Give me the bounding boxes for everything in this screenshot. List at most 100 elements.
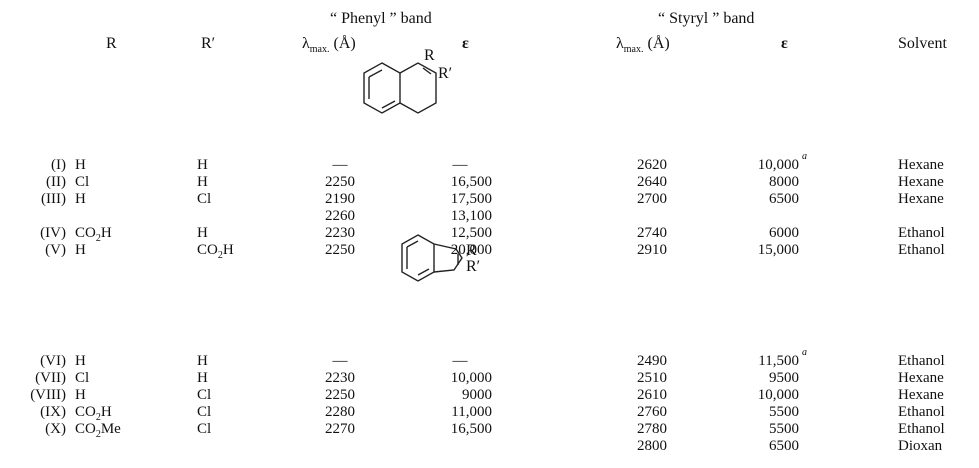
row-r-prime: H [197,157,208,173]
row-solvent: Dioxan [898,438,943,454]
row-r: H [75,353,86,369]
row-phenyl-epsilon: 17,500 [450,191,492,207]
row-styryl-lambda: 2640 [637,174,667,190]
row-id: (VII) [35,370,66,386]
row-id: (V) [45,242,66,258]
col-header-solvent: Solvent [898,35,947,52]
row-phenyl-lambda: 2280 [325,404,355,420]
row-id: (X) [45,421,66,437]
row-solvent: Ethanol [898,421,945,437]
row-phenyl-lambda: 2190 [325,191,355,207]
row-styryl-lambda: 2800 [637,438,667,454]
row-styryl-epsilon: 5500 [769,404,799,420]
structure1-r-label: R [424,47,435,64]
col-header-phenyl-epsilon: ε [462,35,469,52]
row-r: CO2H [75,404,112,423]
row-r: H [75,191,86,207]
row-styryl-lambda: 2510 [637,370,667,386]
row-r: H [75,242,86,258]
row-r: H [75,157,86,173]
col-header-phenyl-lambda: λmax. (Å) [302,35,356,56]
structure1-r-prime-label: R′ [438,65,453,82]
row-phenyl-epsilon: 13,100 [450,208,492,224]
row-id: (IV) [40,225,66,241]
row-styryl-epsilon: 9500 [769,370,799,386]
row-solvent: Hexane [898,157,944,173]
row-phenyl-epsilon: 20,000 [450,242,492,258]
row-r-prime: H [197,174,208,190]
row-r: Cl [75,174,90,190]
row-styryl-lambda: 2760 [637,404,667,420]
row-r-prime: Cl [197,421,212,437]
row-styryl-epsilon: 15,000 [757,242,799,258]
row-solvent: Hexane [898,174,944,190]
row-r-prime: H [197,225,208,241]
indene-structure [401,234,463,282]
row-phenyl-epsilon: — [452,157,468,173]
row-r: H [75,387,86,403]
row-phenyl-lambda: — [332,157,348,173]
row-styryl-lambda: 2490 [637,353,667,369]
row-id: (II) [46,174,66,190]
row-phenyl-epsilon: 12,500 [450,225,492,241]
row-styryl-lambda: 2700 [637,191,667,207]
row-id: (I) [51,157,66,173]
row-id: (VI) [40,353,66,369]
col-header-styryl-epsilon: ε [781,35,788,52]
row-styryl-epsilon: 6500 [769,191,799,207]
row-styryl-epsilon: 8000 [769,174,799,190]
row-solvent: Hexane [898,191,944,207]
styryl-band-header: “ Styryl ” band [658,10,755,27]
row-phenyl-lambda: 2250 [325,242,355,258]
phenyl-band-header: “ Phenyl ” band [330,10,432,27]
row-phenyl-lambda: 2230 [325,370,355,386]
row-phenyl-epsilon: 10,000 [450,370,492,386]
row-solvent: Ethanol [898,353,945,369]
row-footnote-mark: a [802,151,807,162]
row-r-prime: Cl [197,191,212,207]
row-r-prime: CO2H [197,242,234,261]
structure2-r-prime-label: R′ [466,258,481,275]
row-phenyl-epsilon: 9000 [462,387,492,403]
row-footnote-mark: a [802,347,807,358]
col-header-r-prime: R′ [201,35,216,52]
dihydronaphthalene-structure [363,62,437,114]
row-r-prime: H [197,353,208,369]
row-phenyl-lambda: — [332,353,348,369]
row-phenyl-lambda: 2260 [325,208,355,224]
row-styryl-epsilon: 6500 [769,438,799,454]
row-r: CO2H [75,225,112,244]
row-styryl-epsilon: 6000 [769,225,799,241]
row-solvent: Ethanol [898,225,945,241]
row-r: CO2Me [75,421,121,440]
col-header-styryl-lambda: λmax. (Å) [616,35,670,56]
row-phenyl-lambda: 2270 [325,421,355,437]
structure2-r-label: R [466,242,477,259]
row-r: Cl [75,370,90,386]
row-id: (VIII) [30,387,66,403]
row-r-prime: Cl [197,387,212,403]
row-styryl-lambda: 2740 [637,225,667,241]
row-phenyl-lambda: 2250 [325,387,355,403]
row-solvent: Ethanol [898,404,945,420]
row-r-prime: H [197,370,208,386]
row-styryl-lambda: 2620 [637,157,667,173]
row-styryl-epsilon: 10,000 [757,387,799,403]
row-id: (IX) [40,404,66,420]
row-solvent: Ethanol [898,242,945,258]
row-id: (III) [41,191,66,207]
row-phenyl-epsilon: — [452,353,468,369]
row-styryl-epsilon: 11,500 [758,353,799,369]
row-styryl-epsilon: 5500 [769,421,799,437]
col-header-r: R [106,35,117,52]
row-phenyl-epsilon: 11,000 [451,404,492,420]
row-styryl-lambda: 2610 [637,387,667,403]
row-styryl-lambda: 2780 [637,421,667,437]
row-solvent: Hexane [898,370,944,386]
row-phenyl-lambda: 2230 [325,225,355,241]
row-solvent: Hexane [898,387,944,403]
row-phenyl-epsilon: 16,500 [450,421,492,437]
row-phenyl-epsilon: 16,500 [450,174,492,190]
row-phenyl-lambda: 2250 [325,174,355,190]
clipped-caption [0,0,979,5]
